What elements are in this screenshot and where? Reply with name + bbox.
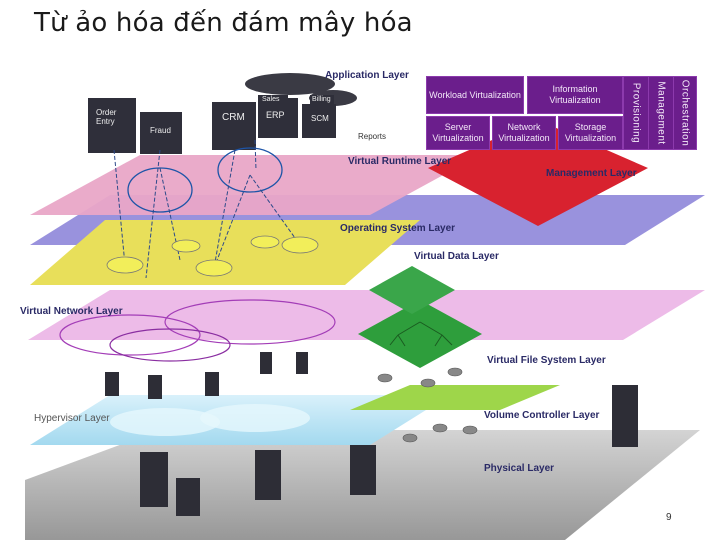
label-virtual-network-layer: Virtual Network Layer: [20, 306, 123, 317]
tile-storage-virtualization: Storage Virtualization: [558, 116, 623, 150]
runtime-cluster-ellipse: [217, 147, 283, 193]
app-box-order-entry: Order Entry: [96, 108, 117, 126]
bar-provisioning-label: Provisioning: [630, 82, 642, 144]
app-box-sales: Sales: [262, 96, 280, 103]
app-box-reports: Reports: [358, 132, 387, 141]
app-box-billing: Billing: [312, 96, 331, 103]
app-box-fraud: Fraud: [150, 126, 171, 135]
hypervisor-cloud: [110, 408, 220, 436]
virtual-runtime-plane: [30, 155, 480, 215]
bar-management-label: Management: [655, 81, 667, 145]
app-blocks: [88, 95, 336, 154]
server-towers: [105, 352, 638, 516]
app-box-scm: SCM: [311, 114, 329, 123]
file-system-diamond: [358, 300, 482, 368]
storage-cylinders: [377, 367, 478, 443]
label-application-layer: Application Layer: [325, 70, 409, 81]
data-pods: [106, 235, 319, 277]
tile-workload-virtualization: Workload Virtualization: [426, 76, 524, 114]
app-box-erp: ERP: [266, 110, 285, 120]
application-cloud: [245, 73, 335, 95]
label-virtual-file-system-layer: Virtual File System Layer: [487, 355, 606, 366]
page-title: Từ ảo hóa đến đám mây hóa: [34, 8, 413, 38]
slide-number: 9: [666, 512, 672, 523]
bar-provisioning: Provisioning: [623, 76, 649, 150]
bar-orchestration-label: Orchestration: [679, 79, 691, 147]
tile-network-virtualization: Network Virtualization: [492, 116, 556, 150]
tile-server-virtualization: Server Virtualization: [426, 116, 490, 150]
virtual-network-plane: [28, 290, 705, 340]
bar-management: Management: [648, 76, 674, 150]
tile-information-virtualization: Information Virtualization: [527, 76, 623, 114]
app-box-crm: CRM: [222, 112, 245, 123]
label-virtual-runtime-layer: Virtual Runtime Layer: [348, 156, 452, 167]
virtual-data-diamond: [369, 266, 455, 314]
label-virtual-data-layer: Virtual Data Layer: [414, 251, 499, 262]
network-rings: [59, 299, 336, 362]
label-hypervisor-layer: Hypervisor Layer: [34, 413, 110, 424]
hypervisor-cloud: [200, 404, 310, 432]
bar-orchestration: Orchestration: [673, 76, 697, 150]
label-physical-layer: Physical Layer: [484, 463, 555, 474]
label-management-layer: Management Layer: [546, 168, 637, 179]
file-system-tree: [389, 321, 453, 347]
label-volume-controller-layer: Volume Controller Layer: [484, 410, 600, 421]
volume-controller-plane: [350, 385, 560, 410]
label-operating-system-layer: Operating System Layer: [340, 223, 456, 234]
